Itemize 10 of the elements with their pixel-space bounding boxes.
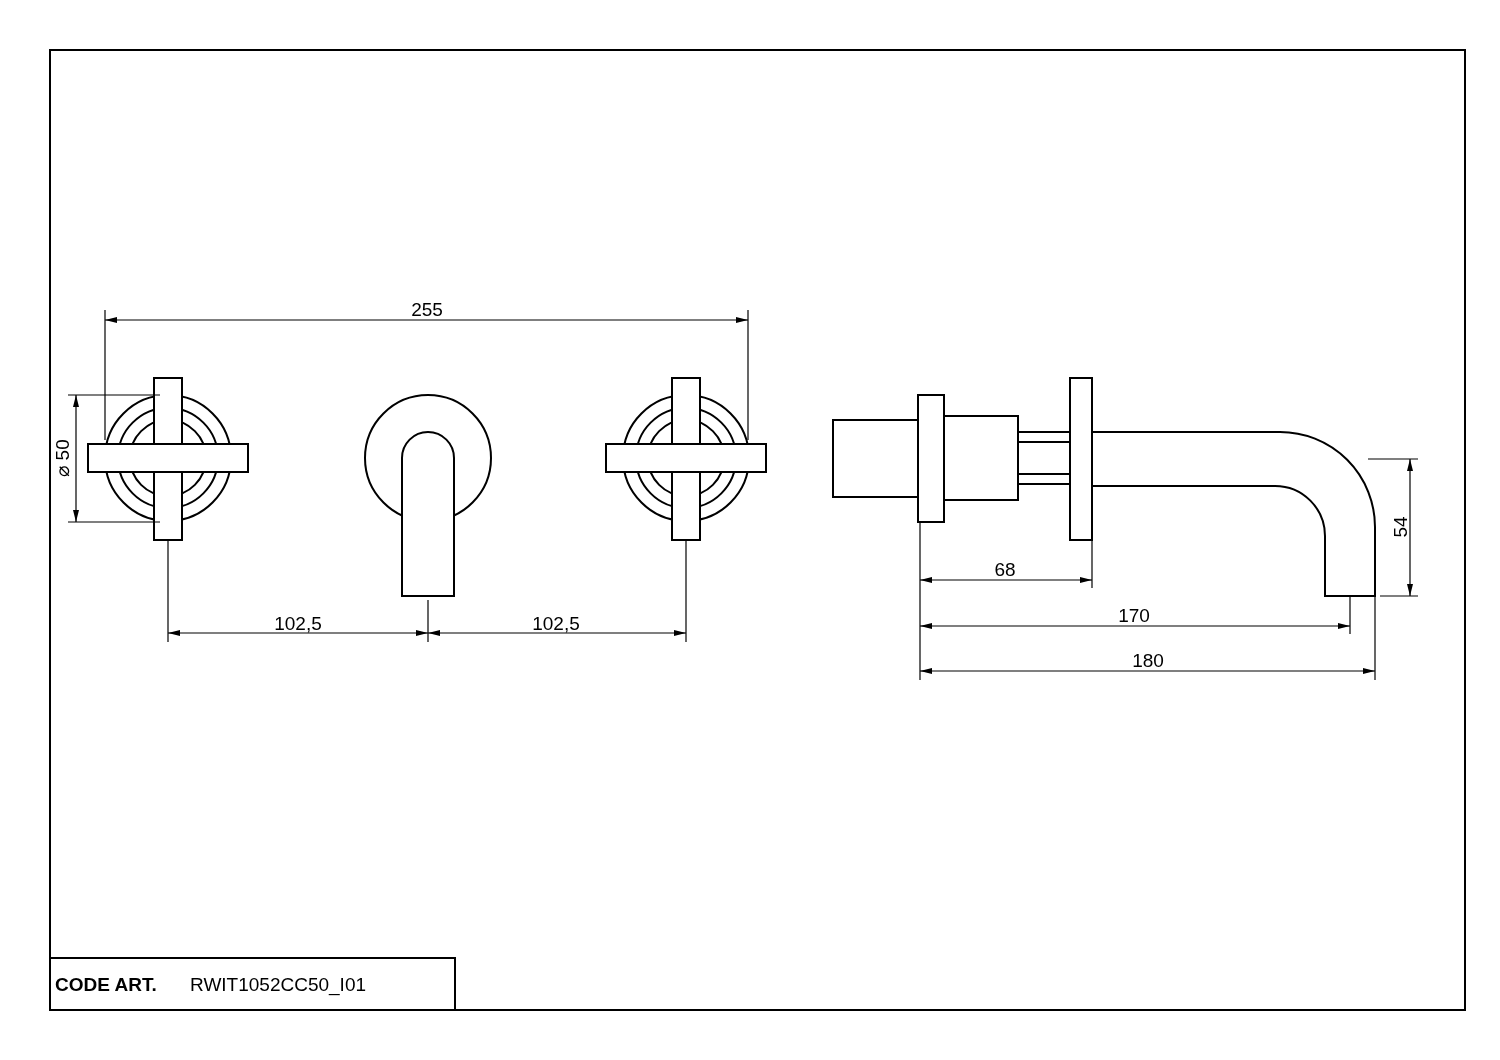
dimension-value: 54	[1390, 516, 1410, 538]
dimension-value: 255	[411, 299, 443, 319]
article-code: RWIT1052CC50_I01	[190, 974, 367, 994]
dimension-value: ⌀ 50	[52, 439, 72, 477]
dimension-value: 102,5	[274, 613, 322, 633]
dimension-value: 180	[1132, 650, 1164, 670]
dimension-value: 102,5	[532, 613, 580, 633]
dimension-value: 68	[994, 559, 1016, 579]
field-label: CODE ART.	[55, 974, 157, 994]
dimension-value: 170	[1118, 605, 1150, 625]
